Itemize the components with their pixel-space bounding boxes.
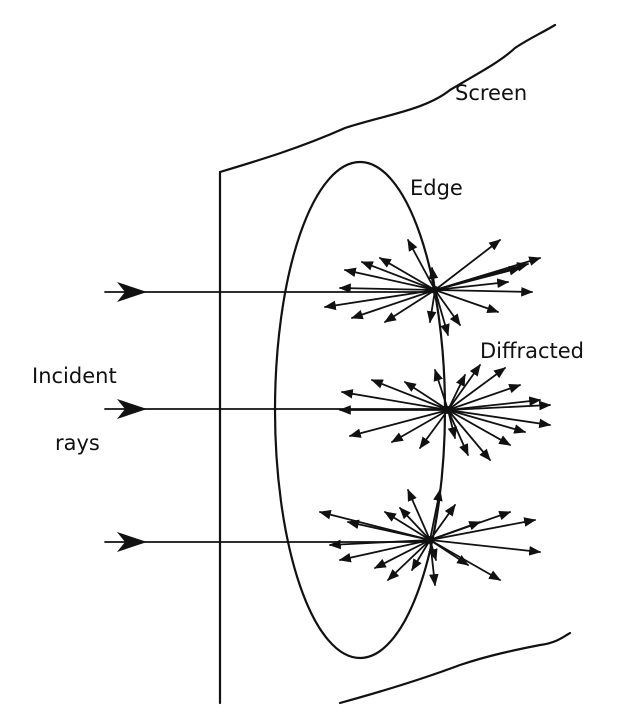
diffracted-ray-bottom-11 xyxy=(328,539,431,550)
diffracted-ray-top-12 xyxy=(350,289,436,320)
diffracted-ray-middle-13 xyxy=(419,409,449,449)
diffracted-ray-bottom-19 xyxy=(429,539,502,581)
diffracted-ray-bottom-1 xyxy=(429,517,537,541)
diffracted-ray-middle-6 xyxy=(447,373,466,411)
diffracted-ray-bottom-13 xyxy=(373,539,431,569)
diffracted-ray-top-6 xyxy=(434,278,510,291)
diffracted-ray-bottom-16 xyxy=(429,539,439,587)
diffracted-ray-middle-7 xyxy=(447,409,552,429)
diffracted-ray-top-11 xyxy=(383,289,436,323)
edge-label: Edge xyxy=(410,176,463,200)
diffracted-ray-bottom-15 xyxy=(411,539,431,572)
diffracted-ray-middle-3 xyxy=(447,384,522,411)
diffracted-ray-middle-9 xyxy=(447,409,512,446)
diffracted-ray-middle-8 xyxy=(447,409,527,434)
diffracted-ray-top-8 xyxy=(434,289,461,326)
diffracted-ray-middle-20 xyxy=(433,368,449,411)
diffracted-ray-bottom-3 xyxy=(429,521,482,541)
diffracted-ray-top-13 xyxy=(323,289,436,311)
diffracted-ray-bottom-8 xyxy=(383,511,431,541)
screen-top-edge xyxy=(218,23,557,174)
diffracted-ray-top-18 xyxy=(407,238,436,291)
diffracted-rays xyxy=(318,238,552,587)
diffracted-ray-middle-4 xyxy=(447,367,506,411)
diffracted-ray-middle-10 xyxy=(447,409,491,461)
diffracted-ray-middle-19 xyxy=(403,381,449,411)
screen-label: Screen xyxy=(455,81,527,105)
diffracted-ray-bottom-20 xyxy=(429,539,542,556)
diffraction-point-top xyxy=(431,286,439,294)
screen-bottom-edge xyxy=(338,631,572,705)
diffracted-ray-bottom-14 xyxy=(387,539,431,581)
diffracted-ray-middle-11 xyxy=(447,409,469,457)
diffracted-ray-bottom-7 xyxy=(399,507,431,541)
diffracted-ray-middle-5 xyxy=(447,364,481,411)
diffraction-point-bottom xyxy=(426,536,434,544)
diffracted-ray-top-7 xyxy=(434,289,500,313)
diffracted-ray-top-10 xyxy=(426,289,437,324)
diffracted-ray-bottom-6 xyxy=(407,488,431,541)
screen xyxy=(218,23,572,705)
incident-rays xyxy=(104,282,449,552)
diffracted-ray-middle-14 xyxy=(390,409,449,443)
diffracted-ray-top-5 xyxy=(434,286,534,297)
diffracted-ray-bottom-12 xyxy=(338,539,431,563)
diffracted-ray-middle-18 xyxy=(370,379,449,411)
incident-label: Incident xyxy=(32,364,117,388)
diffracted-ray-bottom-5 xyxy=(429,488,443,541)
diffracted-ray-top-3 xyxy=(434,239,501,291)
diffracted-ray-bottom-4 xyxy=(429,504,456,541)
diffraction-point-middle xyxy=(444,406,452,414)
diffracted-ray-top-4 xyxy=(434,266,522,291)
diffracted-ray-bottom-10 xyxy=(346,519,431,541)
diffracted-ray-middle-17 xyxy=(340,389,449,411)
diffracted-ray-top-16 xyxy=(360,261,436,291)
incident-arrow-bottom xyxy=(117,532,147,552)
diffracted-ray-top-9 xyxy=(434,289,450,337)
diffracted-ray-middle-12 xyxy=(447,409,458,440)
diffracted-ray-top-15 xyxy=(343,267,436,291)
diffracted-label: Diffracted xyxy=(480,339,584,363)
rays-label: rays xyxy=(55,431,100,455)
diffracted-ray-top-14 xyxy=(338,283,436,294)
incident-arrow-middle xyxy=(117,399,147,419)
diffracted-ray-middle-15 xyxy=(348,409,449,438)
diffracted-ray-middle-2 xyxy=(447,396,542,411)
incident-arrow-top xyxy=(117,282,147,302)
diffracted-ray-top-17 xyxy=(378,257,436,291)
